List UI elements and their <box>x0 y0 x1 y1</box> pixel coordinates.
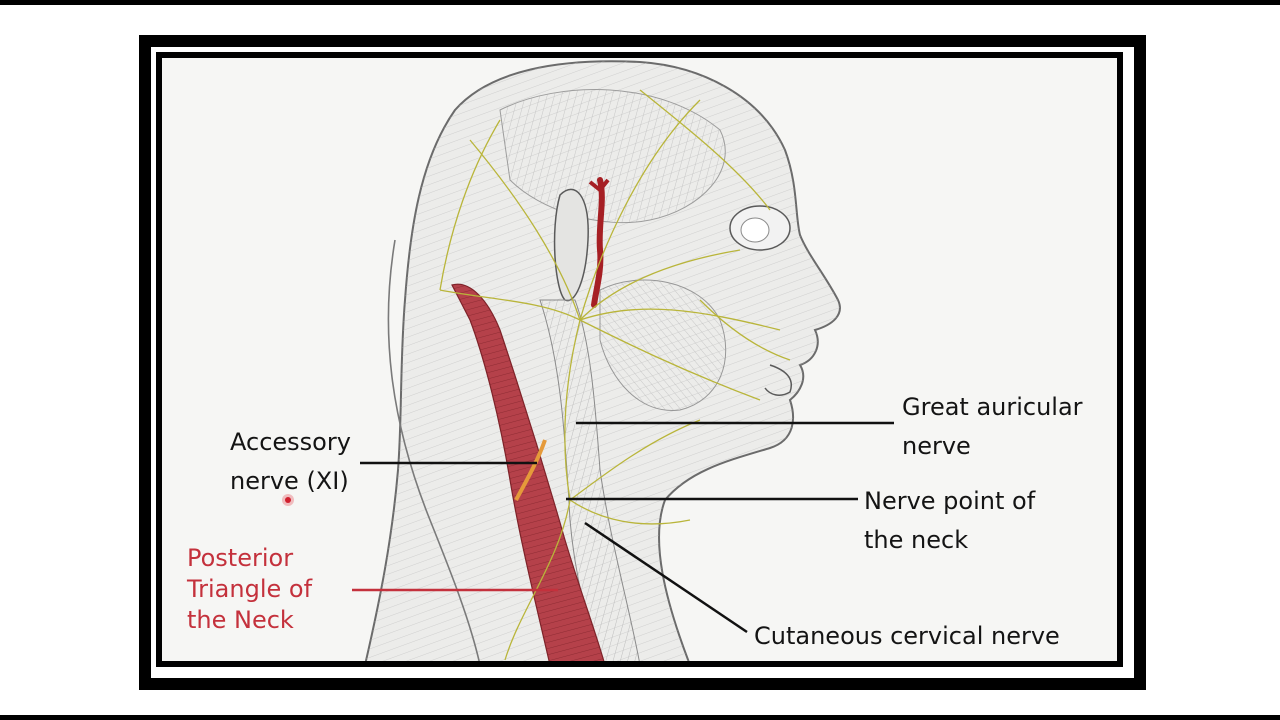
label-nerve-point: Nerve point of the neck <box>864 487 1036 554</box>
temporal-artery <box>591 177 605 308</box>
ear-outline <box>553 188 589 302</box>
head-silhouette <box>364 60 841 661</box>
nerve-network <box>439 89 791 661</box>
illustration-canvas <box>162 58 1117 661</box>
top-letterbox-bar <box>0 0 1280 5</box>
label-cutaneous-cervical-nerve: Cutaneous cervical nerve <box>754 622 1060 650</box>
cursor-dot-icon <box>282 494 294 506</box>
label-posterior-triangle: Posterior Triangle of the Neck <box>187 544 313 634</box>
accessory-nerve-path <box>514 439 547 501</box>
bottom-letterbox-bar <box>0 715 1280 720</box>
label-great-auricular-nerve: Great auricular nerve <box>902 393 1083 460</box>
neck-outline <box>387 239 480 661</box>
head-neck-anatomy-illustration <box>364 60 841 661</box>
label-accessory-nerve: Accessory nerve (XI) <box>230 428 351 495</box>
